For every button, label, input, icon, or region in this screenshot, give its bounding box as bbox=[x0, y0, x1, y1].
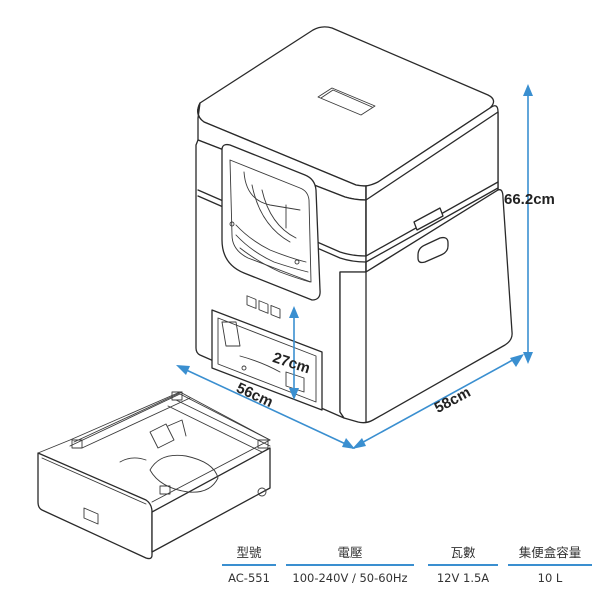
width-label: 58cm bbox=[432, 384, 474, 417]
spec-header: 電壓 bbox=[337, 545, 363, 560]
spec-table: 型號 AC-551 電壓 100-240V / 50-60Hz 瓦數 12V 1… bbox=[222, 544, 592, 594]
spec-value: 10 L bbox=[537, 571, 563, 585]
spec-column-capacity: 集便盒容量 10 L bbox=[508, 544, 592, 586]
entrance-opening bbox=[221, 143, 321, 301]
waste-drawer bbox=[37, 391, 271, 560]
height-label: 66.2cm bbox=[504, 191, 555, 208]
spec-column-model: 型號 AC-551 bbox=[222, 544, 276, 586]
spec-divider bbox=[428, 564, 498, 566]
spec-value: 12V 1.5A bbox=[436, 571, 490, 585]
spec-divider bbox=[286, 564, 414, 566]
control-buttons bbox=[246, 295, 281, 319]
spec-divider bbox=[222, 564, 276, 566]
dimension-height: 66.2cm bbox=[504, 84, 555, 364]
cabinet bbox=[195, 26, 513, 424]
spec-header: 型號 bbox=[236, 545, 262, 560]
spec-column-voltage: 電壓 100-240V / 50-60Hz bbox=[286, 544, 414, 586]
spec-header: 瓦數 bbox=[450, 545, 476, 560]
spec-value: 100-240V / 50-60Hz bbox=[292, 571, 408, 585]
spec-header: 集便盒容量 bbox=[518, 545, 582, 560]
spec-divider bbox=[508, 564, 592, 566]
spec-column-wattage: 瓦數 12V 1.5A bbox=[428, 544, 498, 586]
spec-value: AC-551 bbox=[228, 571, 270, 585]
